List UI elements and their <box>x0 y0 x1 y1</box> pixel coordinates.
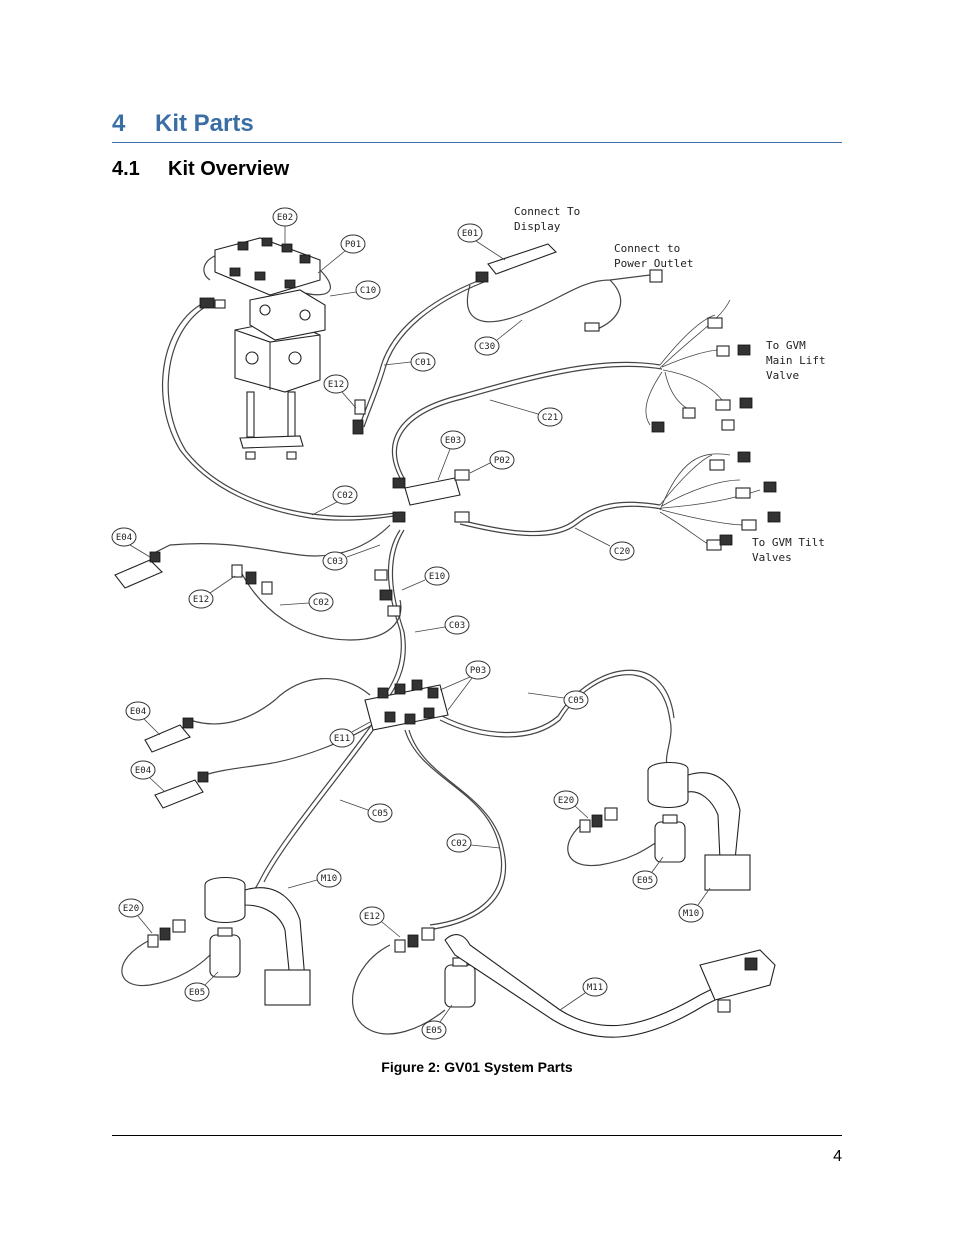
subsection-title: Kit Overview <box>168 158 290 180</box>
callout-label: E03 <box>440 430 466 450</box>
svg-text:P01: P01 <box>345 240 361 250</box>
callout-label: M10 <box>316 868 342 888</box>
callout-label: C05 <box>367 803 393 823</box>
page-number: 4 <box>833 1148 842 1165</box>
callout-label: C02 <box>332 485 358 505</box>
callout-label: C20 <box>609 541 635 561</box>
svg-text:C21: C21 <box>542 413 558 423</box>
callout-label: E20 <box>118 898 144 918</box>
svg-text:To GVM: To GVM <box>766 339 806 352</box>
svg-text:P02: P02 <box>494 456 510 466</box>
svg-text:M10: M10 <box>321 874 337 884</box>
callout-label: E05 <box>184 982 210 1002</box>
svg-text:C02: C02 <box>313 598 329 608</box>
svg-text:E12: E12 <box>364 912 380 922</box>
callout-label: E04 <box>125 701 151 721</box>
callout-label: E02 <box>272 207 298 227</box>
callout-label: E11 <box>329 728 355 748</box>
valve-block-assembly <box>199 237 326 460</box>
svg-text:Connect To: Connect To <box>514 205 580 218</box>
svg-text:Display: Display <box>514 220 561 233</box>
svg-text:E04: E04 <box>130 707 146 717</box>
parts-diagram: E02 P01 C10 E01 C30 C01 E12 C21 E03 P02 … <box>108 195 848 1060</box>
svg-text:C10: C10 <box>360 286 376 296</box>
svg-text:Connect to: Connect to <box>614 242 680 255</box>
svg-text:E05: E05 <box>426 1026 442 1036</box>
callout-label: C01 <box>410 352 436 372</box>
svg-text:C20: C20 <box>614 547 630 557</box>
svg-text:E04: E04 <box>116 533 132 543</box>
svg-text:Main Lift: Main Lift <box>766 354 826 367</box>
callout-label: E10 <box>424 566 450 586</box>
callout-label: P02 <box>489 450 515 470</box>
callout-label: C10 <box>355 280 381 300</box>
svg-text:C05: C05 <box>372 809 388 819</box>
svg-text:E05: E05 <box>189 988 205 998</box>
svg-text:E02: E02 <box>277 213 293 223</box>
callout-label: P01 <box>340 234 366 254</box>
svg-text:E01: E01 <box>462 229 478 239</box>
svg-text:C02: C02 <box>337 491 353 501</box>
section-title: Kit Parts <box>155 110 254 137</box>
svg-text:C03: C03 <box>327 557 343 567</box>
svg-text:Valve: Valve <box>766 369 799 382</box>
callout-label: C02 <box>308 592 334 612</box>
svg-text:C05: C05 <box>568 696 584 706</box>
figure-caption: Figure 2: GV01 System Parts <box>381 1059 573 1075</box>
callout-label: C05 <box>563 690 589 710</box>
svg-text:C30: C30 <box>479 342 495 352</box>
wiring-harness <box>121 253 761 1035</box>
callout-label: E20 <box>553 790 579 810</box>
callout-label: M11 <box>582 977 608 997</box>
svg-text:E12: E12 <box>193 595 209 605</box>
callout-label: E12 <box>359 906 385 926</box>
svg-text:Power Outlet: Power Outlet <box>614 257 693 270</box>
svg-text:Valves: Valves <box>752 551 792 564</box>
callout-label: C30 <box>474 336 500 356</box>
callout-label: E04 <box>111 527 137 547</box>
svg-text:E10: E10 <box>429 572 445 582</box>
callout-label: E01 <box>457 223 483 243</box>
subsection-number: 4.1 <box>112 158 140 180</box>
svg-text:E03: E03 <box>445 436 461 446</box>
footer-divider <box>112 1135 842 1136</box>
callout-label: P03 <box>465 660 491 680</box>
svg-text:To GVM Tilt: To GVM Tilt <box>752 536 825 549</box>
callout-labels: E02 P01 C10 E01 C30 C01 E12 C21 E03 P02 … <box>111 207 711 1040</box>
callout-label: E05 <box>421 1020 447 1040</box>
svg-text:C03: C03 <box>449 621 465 631</box>
callout-label: E12 <box>323 374 349 394</box>
section-number: 4 <box>112 110 126 137</box>
diagram-notes: Connect To Display Connect to Power Outl… <box>514 205 826 564</box>
svg-text:E05: E05 <box>637 876 653 886</box>
callout-label: C02 <box>446 833 472 853</box>
svg-text:M10: M10 <box>683 909 699 919</box>
callout-label: C03 <box>322 551 348 571</box>
svg-text:E20: E20 <box>123 904 139 914</box>
svg-text:C02: C02 <box>451 839 467 849</box>
svg-text:C01: C01 <box>415 358 431 368</box>
mounts-and-sensors <box>204 761 776 1038</box>
svg-text:E11: E11 <box>334 734 350 744</box>
callout-label: E05 <box>632 870 658 890</box>
svg-text:E12: E12 <box>328 380 344 390</box>
callout-label: C03 <box>444 615 470 635</box>
svg-text:E04: E04 <box>135 766 151 776</box>
callout-label: M10 <box>678 903 704 923</box>
svg-text:E20: E20 <box>558 796 574 806</box>
callout-label: E12 <box>188 589 214 609</box>
callout-label: E04 <box>130 760 156 780</box>
svg-text:M11: M11 <box>587 983 603 993</box>
section-heading: 4 Kit Parts <box>112 108 842 143</box>
callout-label: C21 <box>537 407 563 427</box>
connectors <box>114 243 781 953</box>
svg-text:P03: P03 <box>470 666 486 676</box>
